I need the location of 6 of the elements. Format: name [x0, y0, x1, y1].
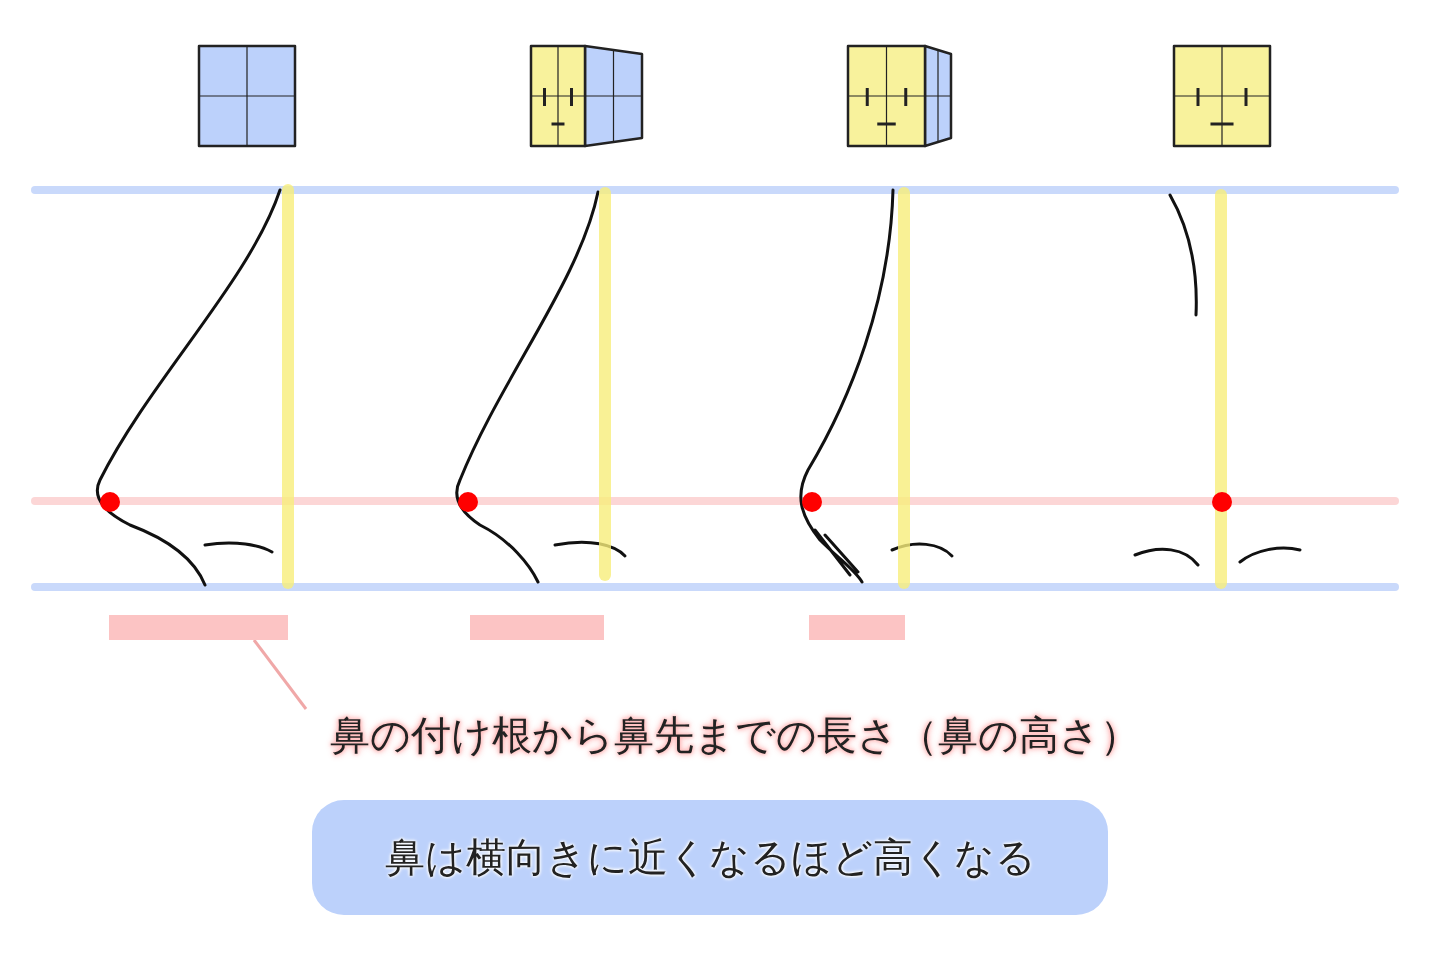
length-bar — [809, 615, 905, 640]
summary-box: 鼻は横向きに近くなるほど高くなる — [312, 800, 1108, 915]
length-bar — [470, 615, 604, 640]
length-bar — [109, 615, 288, 640]
leader-line — [252, 639, 308, 710]
caption-label: 鼻の付け根から鼻先までの長さ（鼻の高さ） — [300, 705, 1170, 765]
